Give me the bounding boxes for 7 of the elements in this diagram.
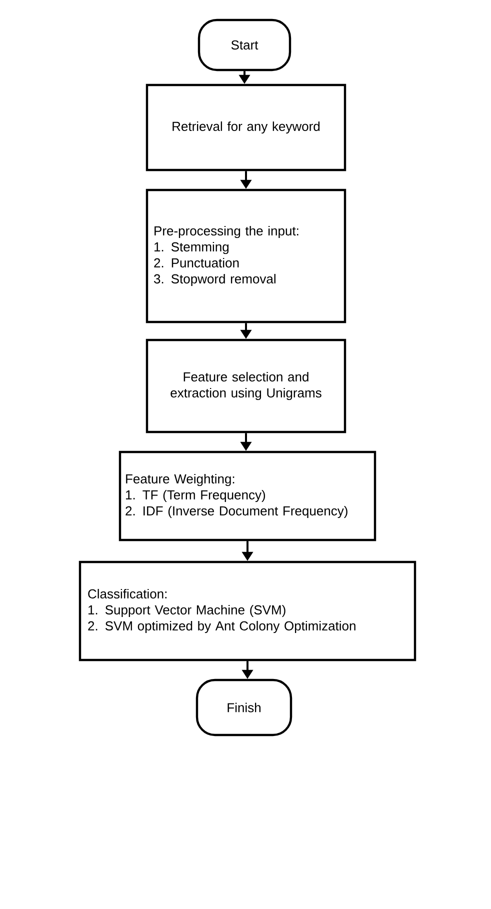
process-box: Feature selection and extraction using Unigrams	[146, 338, 346, 434]
terminal-box: Start	[198, 18, 292, 72]
process-box: Pre-processing the input: 1. Stemming 2. Punctuation 3. Stopword removal	[146, 188, 346, 324]
process-box: Feature Weighting: 1. TF (Term Frequency) 2. IDF (Inverse Document Frequency)	[118, 450, 376, 542]
process-box: Retrieval for any keyword	[146, 84, 346, 172]
terminal-box: Finish	[196, 678, 292, 736]
process-box: Classification: 1. Support Vector Machine (SVM) 2. SVM optimized by Ant Colony Optimization	[78, 560, 416, 662]
